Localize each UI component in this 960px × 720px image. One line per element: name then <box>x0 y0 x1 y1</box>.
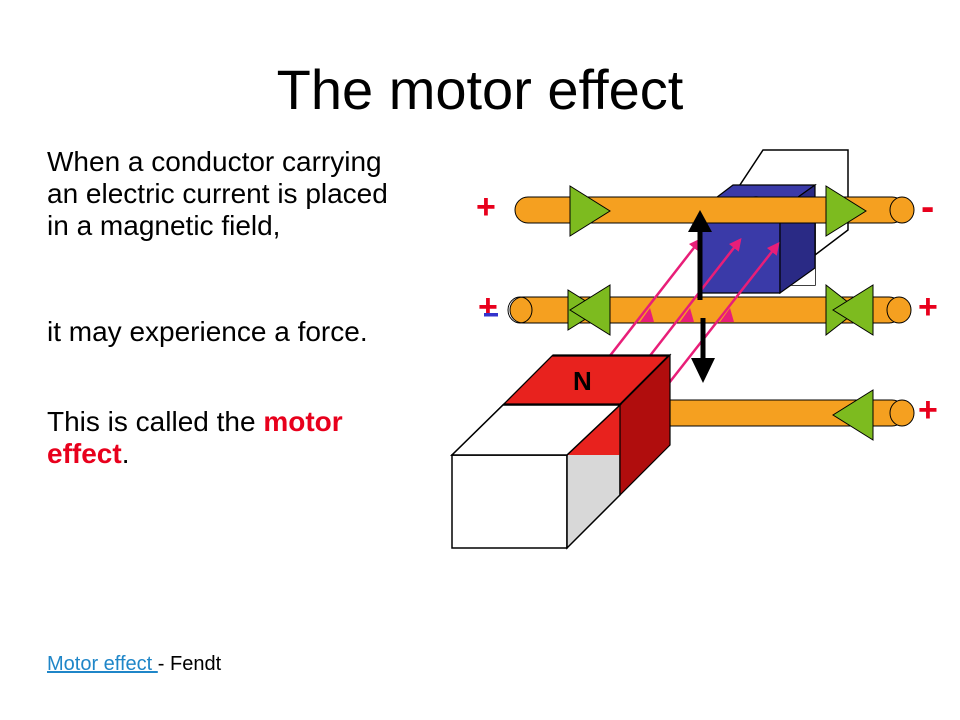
motor-effect-highlight: motor effect <box>47 406 343 469</box>
field-line-arrowhead <box>720 308 734 322</box>
field-line-arrowhead <box>680 308 694 322</box>
force-up-arrow-icon <box>688 210 712 232</box>
force-arrows <box>688 210 715 383</box>
motor-effect-link[interactable]: Motor effect <box>47 653 158 675</box>
current-arrow-left-icon <box>832 284 874 336</box>
current-arrow-right-icon <box>569 185 611 237</box>
wire-middle <box>507 283 912 337</box>
wire-top <box>514 185 915 237</box>
motor-effect-prefix: This is called the <box>47 406 264 437</box>
row1-right-sign: - <box>921 185 934 229</box>
motor-effect-suffix: . <box>121 438 130 469</box>
current-arrow-right-icon <box>825 185 867 237</box>
paragraph-conductor: When a conductor carrying an electric cu… <box>47 146 388 241</box>
paragraph-force: it may experience a force. <box>47 316 368 347</box>
row2-left-sign: + <box>478 288 498 326</box>
row1-left-sign: + <box>476 188 496 226</box>
current-arrow-left-icon <box>569 284 611 336</box>
current-arrow-left-icon <box>832 389 874 441</box>
north-magnet: N <box>450 353 672 550</box>
row2-right-sign: + <box>918 288 938 326</box>
row3-right-sign: + <box>918 391 938 429</box>
slide-title: The motor effect <box>276 58 684 121</box>
footer-reference: Motor effect - Fendt <box>47 652 221 676</box>
field-line-arrowhead <box>640 308 654 322</box>
footer-author: - Fendt <box>157 653 222 675</box>
north-label: N <box>573 366 592 396</box>
paragraph-motor-effect: This is called the motor effect. <box>47 406 407 470</box>
force-down-arrow-icon <box>691 358 715 383</box>
row2-left-minus <box>484 313 498 317</box>
